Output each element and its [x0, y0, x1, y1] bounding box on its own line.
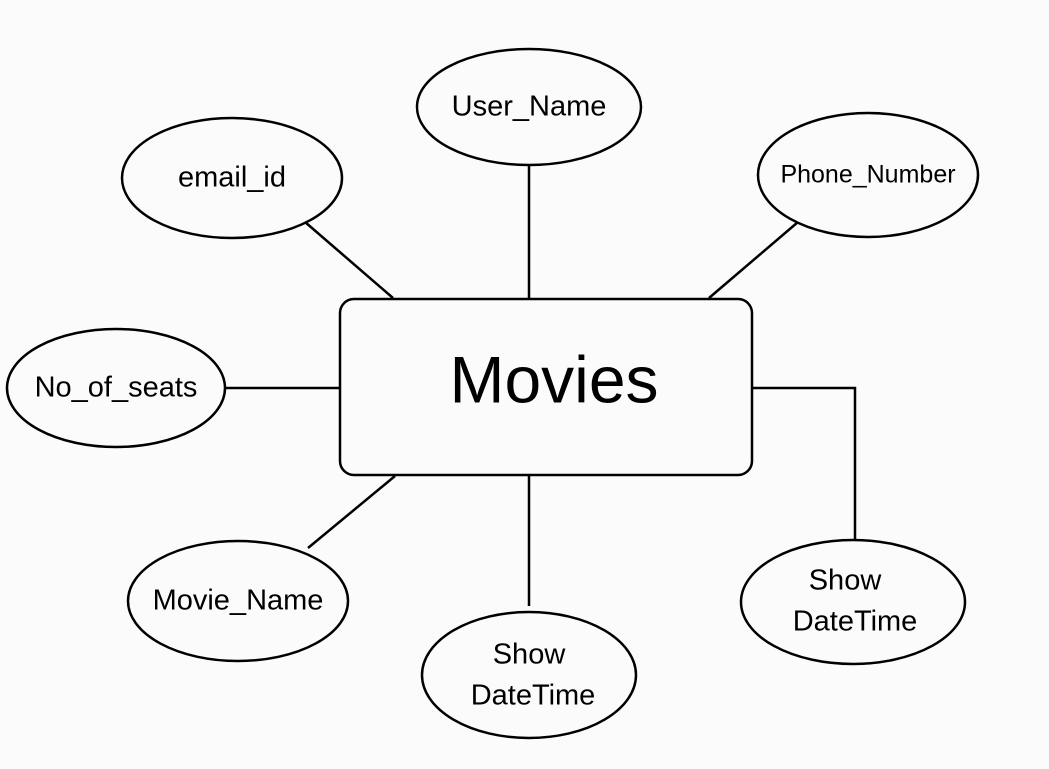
attribute-label: Movie_Name — [153, 585, 324, 617]
attribute-no-of-seats: No_of_seats — [5, 327, 227, 449]
attribute-label: Phone_Number — [780, 161, 955, 189]
attribute-ellipse — [120, 116, 344, 240]
entity-movies: Movies — [338, 297, 754, 477]
entity-box — [338, 297, 754, 477]
entity-label: Movies — [449, 342, 658, 416]
attribute-label: No_of_seats — [35, 372, 198, 404]
attribute-show-datetime-right: Show DateTime — [739, 538, 967, 666]
edge-phone-number — [708, 221, 799, 299]
attribute-movie-name: Movie_Name — [126, 539, 350, 663]
attribute-label-line1: Show — [809, 565, 883, 597]
attribute-label-line1: Show — [493, 639, 567, 671]
attribute-ellipse — [756, 111, 980, 239]
attribute-user-name: User_Name — [415, 47, 643, 167]
attribute-phone-number: Phone_Number — [756, 111, 980, 239]
attribute-label: email_id — [178, 162, 286, 194]
attribute-ellipse — [5, 327, 227, 449]
attribute-ellipse — [415, 47, 643, 167]
attribute-email-id: email_id — [120, 116, 344, 240]
edge-show-datetime-right — [752, 386, 857, 542]
attribute-show-datetime-bottom: Show DateTime — [420, 610, 638, 740]
attribute-label-line2: DateTime — [471, 680, 596, 712]
attribute-ellipse — [739, 538, 967, 666]
attribute-ellipse — [420, 610, 638, 740]
attribute-label: User_Name — [452, 91, 607, 123]
edge-movie-name — [307, 475, 396, 549]
attribute-ellipse — [126, 539, 350, 663]
attribute-label-line2: DateTime — [793, 606, 918, 638]
edge-email-id — [304, 221, 394, 299]
